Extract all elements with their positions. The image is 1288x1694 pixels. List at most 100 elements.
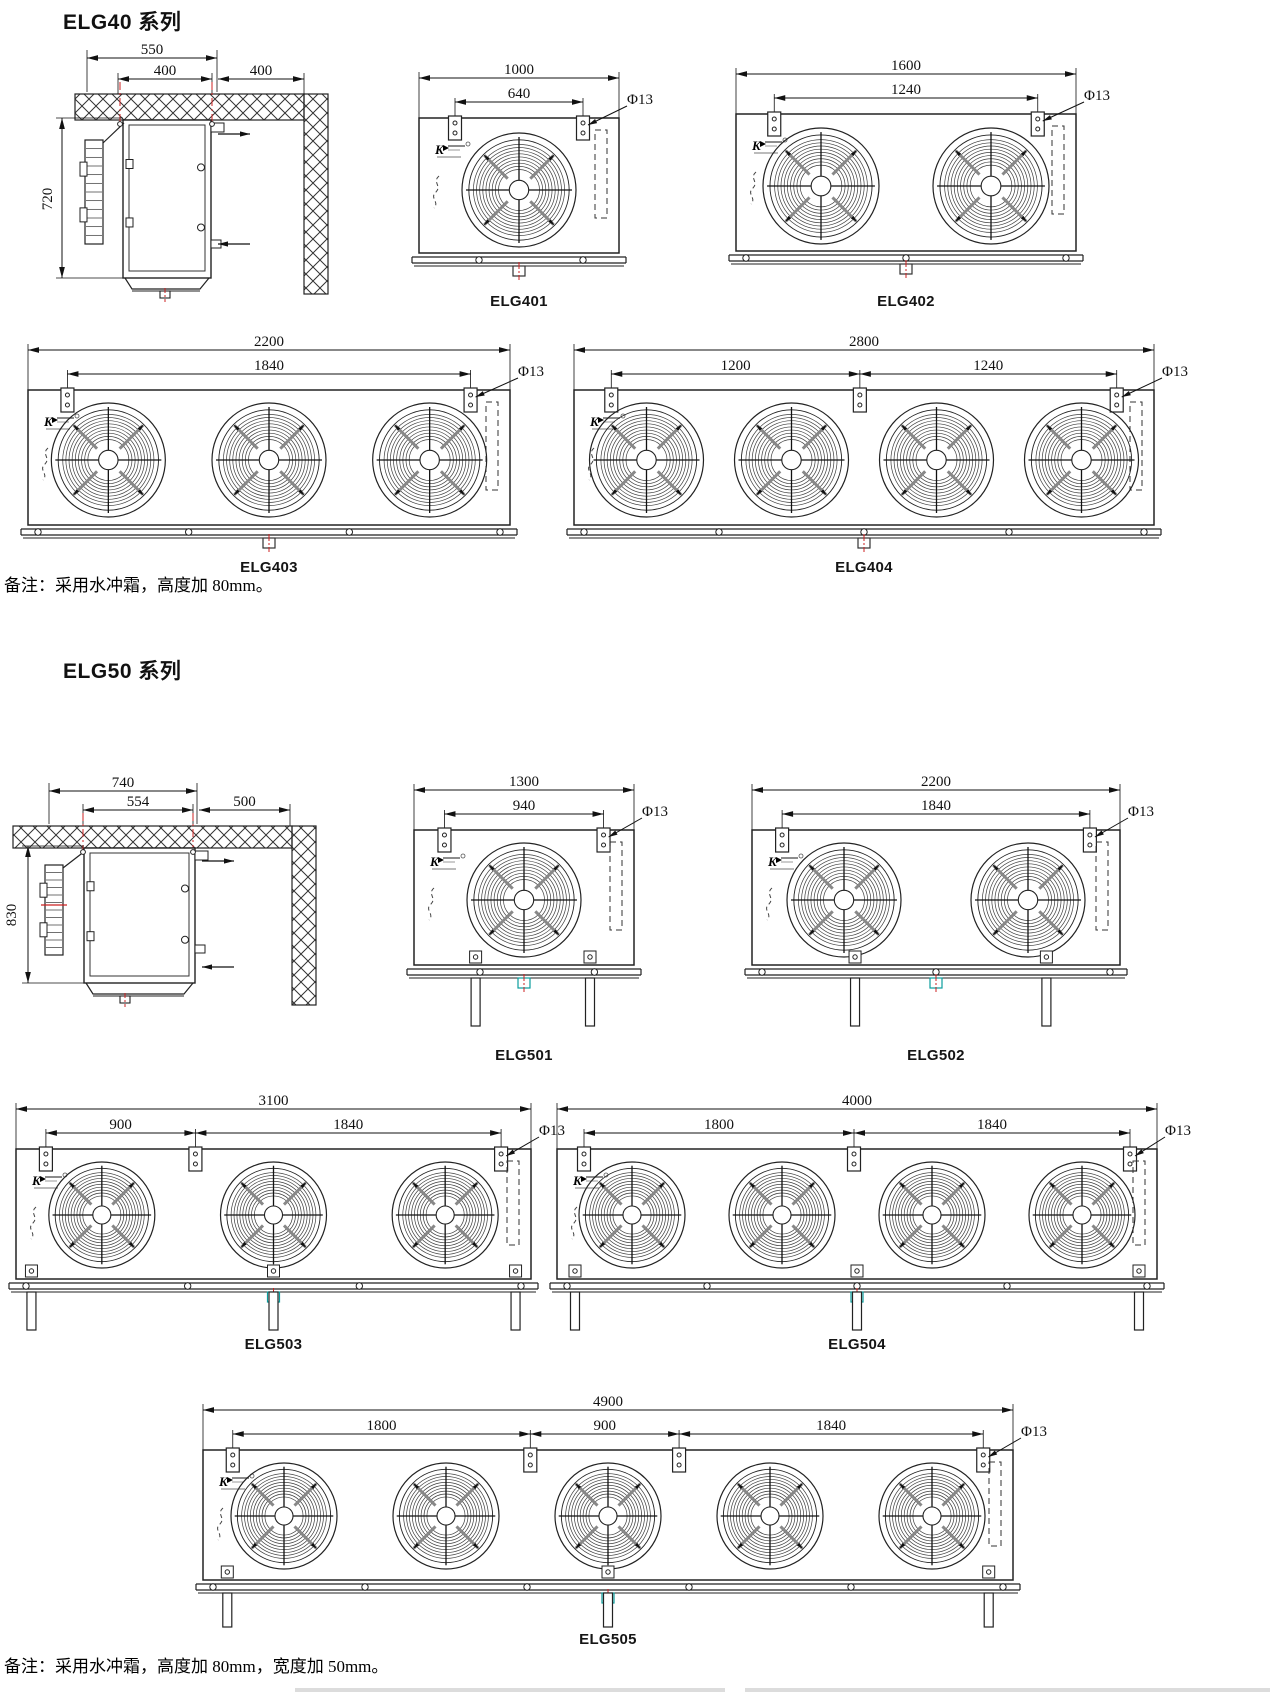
fan-guard <box>1023 402 1140 518</box>
dim-label: 3100 <box>259 1093 289 1109</box>
pan-screw <box>355 1282 364 1290</box>
fan-guard <box>578 1161 686 1269</box>
brand-mark: K <box>43 414 54 429</box>
pan-screw <box>1003 1282 1011 1290</box>
pan-screw <box>183 1282 192 1290</box>
mounting-bracket <box>846 1146 862 1172</box>
support-leg <box>510 1291 521 1331</box>
support-leg <box>268 1291 279 1331</box>
dim-label: 720 <box>40 188 56 211</box>
wiring-slot <box>506 1160 520 1246</box>
support-leg <box>26 1291 37 1331</box>
unit-body <box>751 829 1121 966</box>
scan-artifact <box>295 1688 725 1692</box>
mounting-bracket <box>576 1146 592 1172</box>
pan-screw <box>715 528 723 536</box>
mounting-bracket <box>852 387 867 413</box>
pipe-stub <box>194 850 209 861</box>
pipe-stub <box>210 122 225 133</box>
pan-screw <box>1062 254 1070 262</box>
unit-label-elg401: ELG401 <box>490 293 548 310</box>
unit-side-body <box>122 119 212 279</box>
pan-screw <box>22 1282 30 1290</box>
fan-guard <box>392 1462 500 1570</box>
mounting-bracket <box>447 115 463 141</box>
brand-logo: K <box>588 413 626 481</box>
wiring-slot <box>609 841 623 931</box>
pan-screw <box>703 1282 711 1290</box>
dim-label: 1800 <box>704 1117 734 1133</box>
support-leg <box>1041 977 1052 1027</box>
unit-label-elg502: ELG502 <box>907 1047 965 1064</box>
wiring-slot <box>1132 1160 1146 1246</box>
mounting-bracket <box>225 1447 240 1473</box>
support-leg <box>470 977 481 1027</box>
dim-label: 900 <box>593 1418 616 1434</box>
airflow-squiggle-mark <box>428 887 435 921</box>
dim-label: 1200 <box>721 358 751 374</box>
unit-label-elg403: ELG403 <box>240 559 298 576</box>
pan-screw <box>496 528 504 536</box>
support-leg <box>222 1592 233 1628</box>
wiring-slot <box>485 401 499 491</box>
airflow-squiggle-mark <box>30 1206 37 1240</box>
drain-pan <box>85 982 194 995</box>
fan-guard <box>372 402 488 518</box>
pan-screw <box>209 1583 217 1591</box>
fan-guard <box>878 402 995 518</box>
mounting-bracket <box>1122 1146 1138 1172</box>
scan-artifact <box>745 1688 1270 1692</box>
fan-guard <box>466 842 582 958</box>
wiring-slot <box>988 1461 1002 1547</box>
pan-screw <box>34 528 42 536</box>
pan-screw <box>847 1583 855 1591</box>
dim-label: 740 <box>112 775 135 791</box>
pan-screw <box>475 256 483 264</box>
mounting-bracket <box>1109 387 1124 413</box>
mounting-bracket <box>523 1447 538 1473</box>
brand-mark: K <box>751 138 762 153</box>
mounting-bracket <box>188 1146 203 1172</box>
support-leg <box>849 977 861 1027</box>
unit-label-elg503: ELG503 <box>244 1336 303 1353</box>
fan-guard <box>1028 1161 1136 1269</box>
brand-logo: K <box>750 137 788 205</box>
dim-label: 940 <box>513 798 536 814</box>
dim-label: 900 <box>109 1117 132 1133</box>
support-leg <box>851 1291 863 1331</box>
brand-mark: K <box>589 414 600 429</box>
dim-label: 1600 <box>891 58 921 74</box>
dim-label: 830 <box>4 904 20 927</box>
fan-guard <box>391 1161 499 1269</box>
mounting-bracket <box>671 1447 687 1473</box>
pan-screw <box>590 968 599 976</box>
dim-label: 640 <box>508 86 531 102</box>
airflow-squiggle-mark <box>217 1507 224 1541</box>
pipe-stub <box>194 944 206 954</box>
note-elg40: 备注：采用水冲霜，高度加 80mm。 <box>4 576 273 595</box>
fan-guard <box>461 132 577 248</box>
wiring-slot <box>594 129 608 219</box>
mounting-bracket <box>575 115 591 141</box>
mounting-bracket <box>463 387 478 413</box>
fan-guard <box>211 402 327 518</box>
dim-label: 4900 <box>593 1394 623 1410</box>
dim-label: 2200 <box>921 774 951 790</box>
hole-callout: Φ13 <box>539 1123 565 1139</box>
unit-side-body <box>83 847 196 984</box>
fan-guard <box>878 1161 986 1269</box>
fan-guard <box>716 1462 824 1570</box>
dim-label: 2200 <box>254 334 284 350</box>
pan-screw <box>563 1282 571 1290</box>
pan-screw <box>1140 528 1148 536</box>
brand-logo: K <box>433 141 471 209</box>
ceiling-section <box>12 825 293 849</box>
mounting-bracket <box>60 387 75 413</box>
pan-screw <box>579 256 587 264</box>
